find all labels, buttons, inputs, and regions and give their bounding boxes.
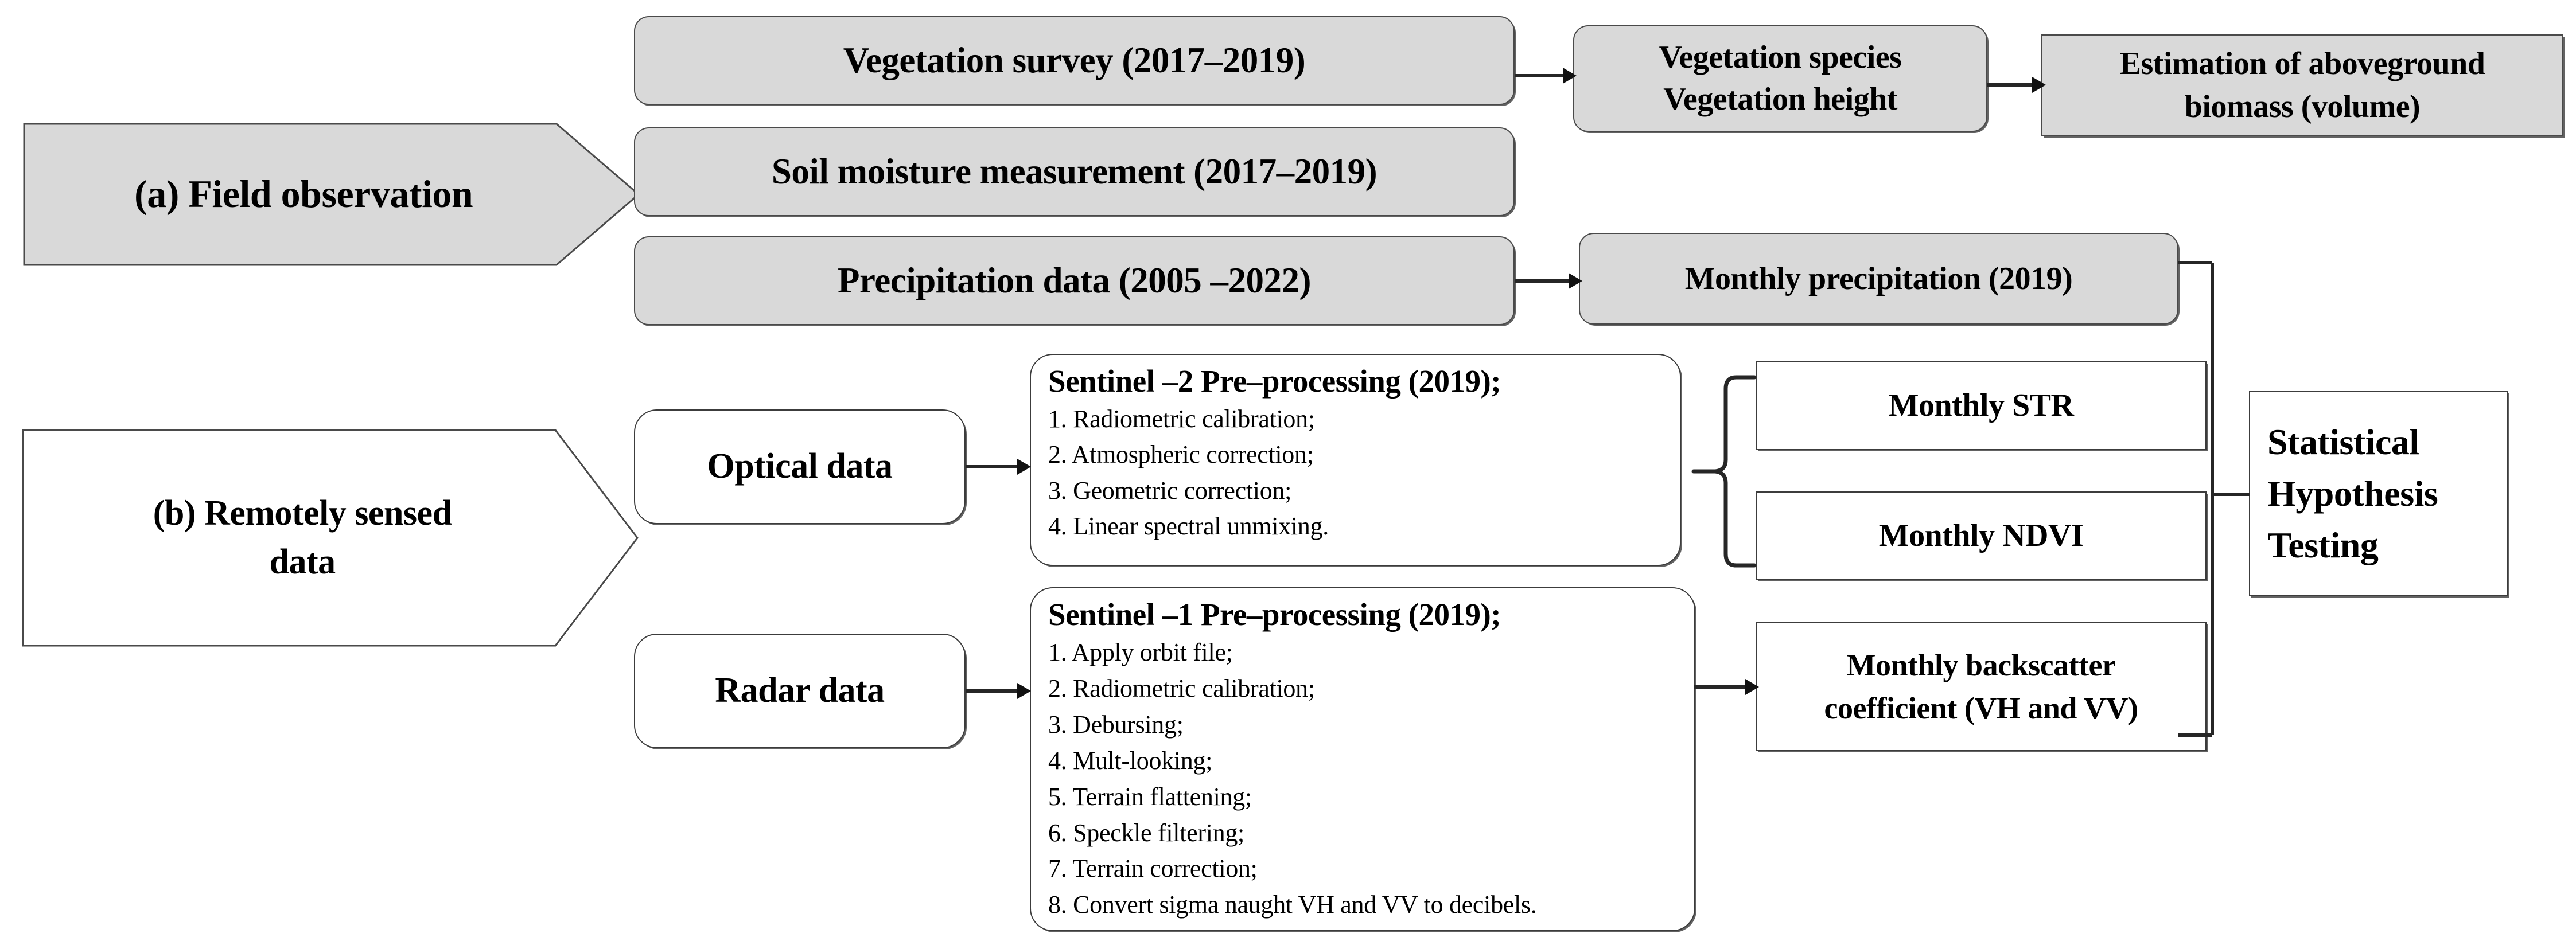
sentinel2-step: 2. Atmospheric correction; xyxy=(1048,440,1314,469)
sentinel1-steps: 1. Apply orbit file; 2. Radiometric cali… xyxy=(1048,635,1679,923)
box-vegetation-outputs-line2: Vegetation height xyxy=(1663,81,1897,117)
arrow-species-to-biomass xyxy=(1987,73,2047,96)
arrow-optical-to-sentinel2 xyxy=(966,455,1032,478)
sentinel2-step: 3. Geometric correction; xyxy=(1048,476,1292,505)
section-b-label: (b) Remotely sensed data xyxy=(153,493,508,582)
box-biomass-estimation[interactable]: Estimation of aboveground biomass (volum… xyxy=(2041,34,2563,136)
arrow-sentinel1-to-backscatter xyxy=(1694,675,1760,698)
sentinel2-step: 4. Linear spectral unmixing. xyxy=(1048,512,1329,541)
box-precipitation-data-label: Precipitation data (2005 –2022) xyxy=(837,260,1312,301)
box-vegetation-survey-label: Vegetation survey (2017–2019) xyxy=(843,40,1306,81)
box-precipitation-data[interactable]: Precipitation data (2005 –2022) xyxy=(634,236,1515,325)
sentinel1-step: 2. Radiometric calibration; xyxy=(1048,674,1315,702)
sentinel1-step: 7. Terrain correction; xyxy=(1048,854,1258,883)
box-backscatter-coefficient-line2: coefficient (VH and VV) xyxy=(1824,690,2138,725)
box-backscatter-coefficient-line1: Monthly backscatter xyxy=(1846,648,2116,683)
box-monthly-precipitation-label: Monthly precipitation (2019) xyxy=(1684,260,2073,296)
sentinel1-title: Sentinel –1 Pre–processing (2019); xyxy=(1048,597,1501,632)
section-a-field-observation: (a) Field observation xyxy=(23,123,640,266)
box-statistical-line3: Testing xyxy=(2267,524,2379,565)
arrow-vegetation-survey-to-species xyxy=(1515,64,1578,87)
box-sentinel1-preprocessing[interactable]: Sentinel –1 Pre–processing (2019); 1. Ap… xyxy=(1030,587,1695,931)
box-monthly-ndvi-label: Monthly NDVI xyxy=(1878,518,2084,554)
bracket-results-to-statistical-testing xyxy=(2178,258,2270,740)
sentinel1-step: 6. Speckle filtering; xyxy=(1048,818,1244,847)
section-b-remotely-sensed-data: (b) Remotely sensed data xyxy=(22,429,639,647)
box-radar-data[interactable]: Radar data xyxy=(634,634,966,748)
box-monthly-precipitation[interactable]: Monthly precipitation (2019) xyxy=(1579,233,2178,325)
arrow-precipitation-to-monthly xyxy=(1515,270,1583,292)
box-soil-moisture[interactable]: Soil moisture measurement (2017–2019) xyxy=(634,127,1515,216)
box-vegetation-outputs-line1: Vegetation species xyxy=(1659,40,1902,76)
sentinel2-step: 1. Radiometric calibration; xyxy=(1048,405,1315,433)
sentinel1-step: 1. Apply orbit file; xyxy=(1048,638,1233,666)
box-vegetation-outputs[interactable]: Vegetation species Vegetation height xyxy=(1573,25,1987,132)
box-statistical-hypothesis-testing[interactable]: Statistical Hypothesis Testing xyxy=(2249,391,2508,596)
sentinel1-step: 4. Mult-looking; xyxy=(1048,746,1213,775)
sentinel2-title: Sentinel –2 Pre–processing (2019); xyxy=(1048,364,1501,399)
box-sentinel2-preprocessing[interactable]: Sentinel –2 Pre–processing (2019); 1. Ra… xyxy=(1030,354,1681,566)
sentinel1-step: 5. Terrain flattening; xyxy=(1048,782,1252,811)
box-optical-data[interactable]: Optical data xyxy=(634,409,966,524)
brace-sentinel2-to-indices xyxy=(1684,374,1759,569)
sentinel2-steps: 1. Radiometric calibration; 2. Atmospher… xyxy=(1048,401,1665,545)
box-soil-moisture-label: Soil moisture measurement (2017–2019) xyxy=(771,151,1378,192)
box-radar-data-label: Radar data xyxy=(715,671,885,710)
box-monthly-str[interactable]: Monthly STR xyxy=(1756,361,2207,450)
box-optical-data-label: Optical data xyxy=(707,447,893,486)
section-b-label-line2: data xyxy=(269,542,336,581)
box-monthly-str-label: Monthly STR xyxy=(1888,388,2074,424)
box-biomass-estimation-line2: biomass (volume) xyxy=(2184,89,2421,124)
sentinel1-step: 3. Debursing; xyxy=(1048,710,1184,739)
chevron-shape-b xyxy=(22,429,639,647)
section-b-label-line1: (b) Remotely sensed xyxy=(153,494,452,533)
arrow-radar-to-sentinel1 xyxy=(966,680,1032,702)
box-vegetation-survey[interactable]: Vegetation survey (2017–2019) xyxy=(634,16,1515,105)
box-statistical-line1: Statistical xyxy=(2267,421,2419,463)
section-a-label: (a) Field observation xyxy=(134,172,473,216)
box-statistical-line2: Hypothesis xyxy=(2267,473,2438,514)
box-backscatter-coefficient[interactable]: Monthly backscatter coefficient (VH and … xyxy=(1756,622,2207,751)
sentinel1-step: 8. Convert sigma naught VH and VV to dec… xyxy=(1048,891,1537,919)
box-monthly-ndvi[interactable]: Monthly NDVI xyxy=(1756,491,2207,580)
box-biomass-estimation-line1: Estimation of aboveground xyxy=(2119,46,2485,82)
chevron-shape-a xyxy=(23,123,640,266)
